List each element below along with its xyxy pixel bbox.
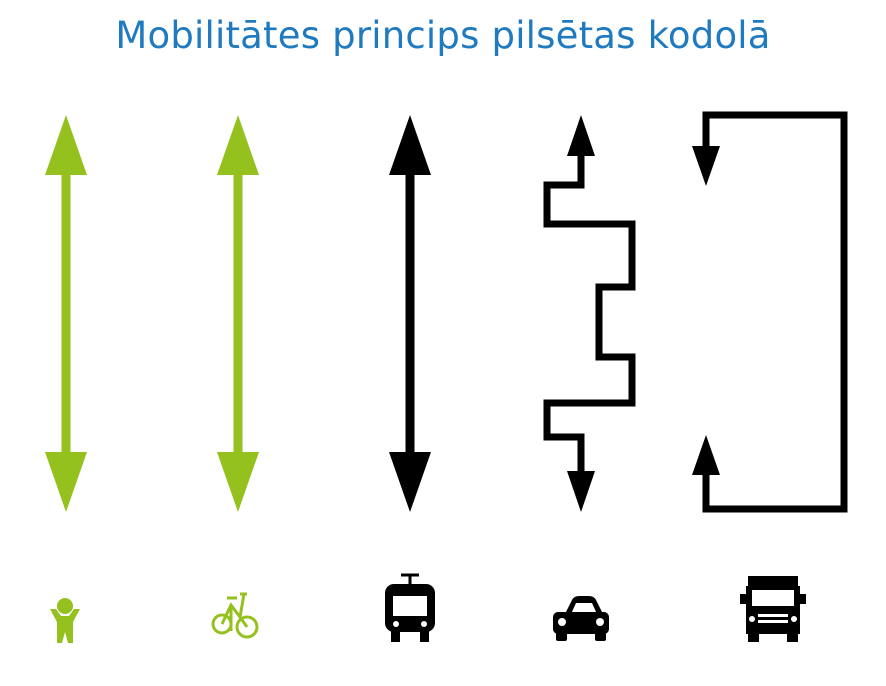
pedestrian-icon <box>50 598 80 643</box>
arrow-head-up <box>692 435 720 475</box>
arrow-head-down <box>389 452 431 512</box>
loop-path <box>702 111 848 513</box>
arrow-head-up <box>45 115 87 175</box>
zigzag-path <box>543 150 636 478</box>
truck-loop-arrow <box>692 111 848 513</box>
arrow-head-up <box>389 115 431 175</box>
arrow-head-up <box>217 115 259 175</box>
truck-icon <box>740 576 806 642</box>
pedestrian-two-way-arrow <box>45 115 87 512</box>
tram-two-way-arrow <box>389 115 431 512</box>
bicycle-icon <box>211 592 259 639</box>
arrow-head-down <box>567 471 595 512</box>
arrow-head-down <box>217 452 259 512</box>
arrow-head-down <box>692 146 720 186</box>
car-icon <box>553 596 609 641</box>
car-zigzag-arrow <box>543 115 636 512</box>
arrow-head-up <box>567 115 595 156</box>
bicycle-two-way-arrow <box>217 115 259 512</box>
diagram-title: Mobilitātes princips pilsētas kodolā <box>115 14 771 57</box>
tram-icon <box>385 573 435 642</box>
arrow-head-down <box>45 452 87 512</box>
